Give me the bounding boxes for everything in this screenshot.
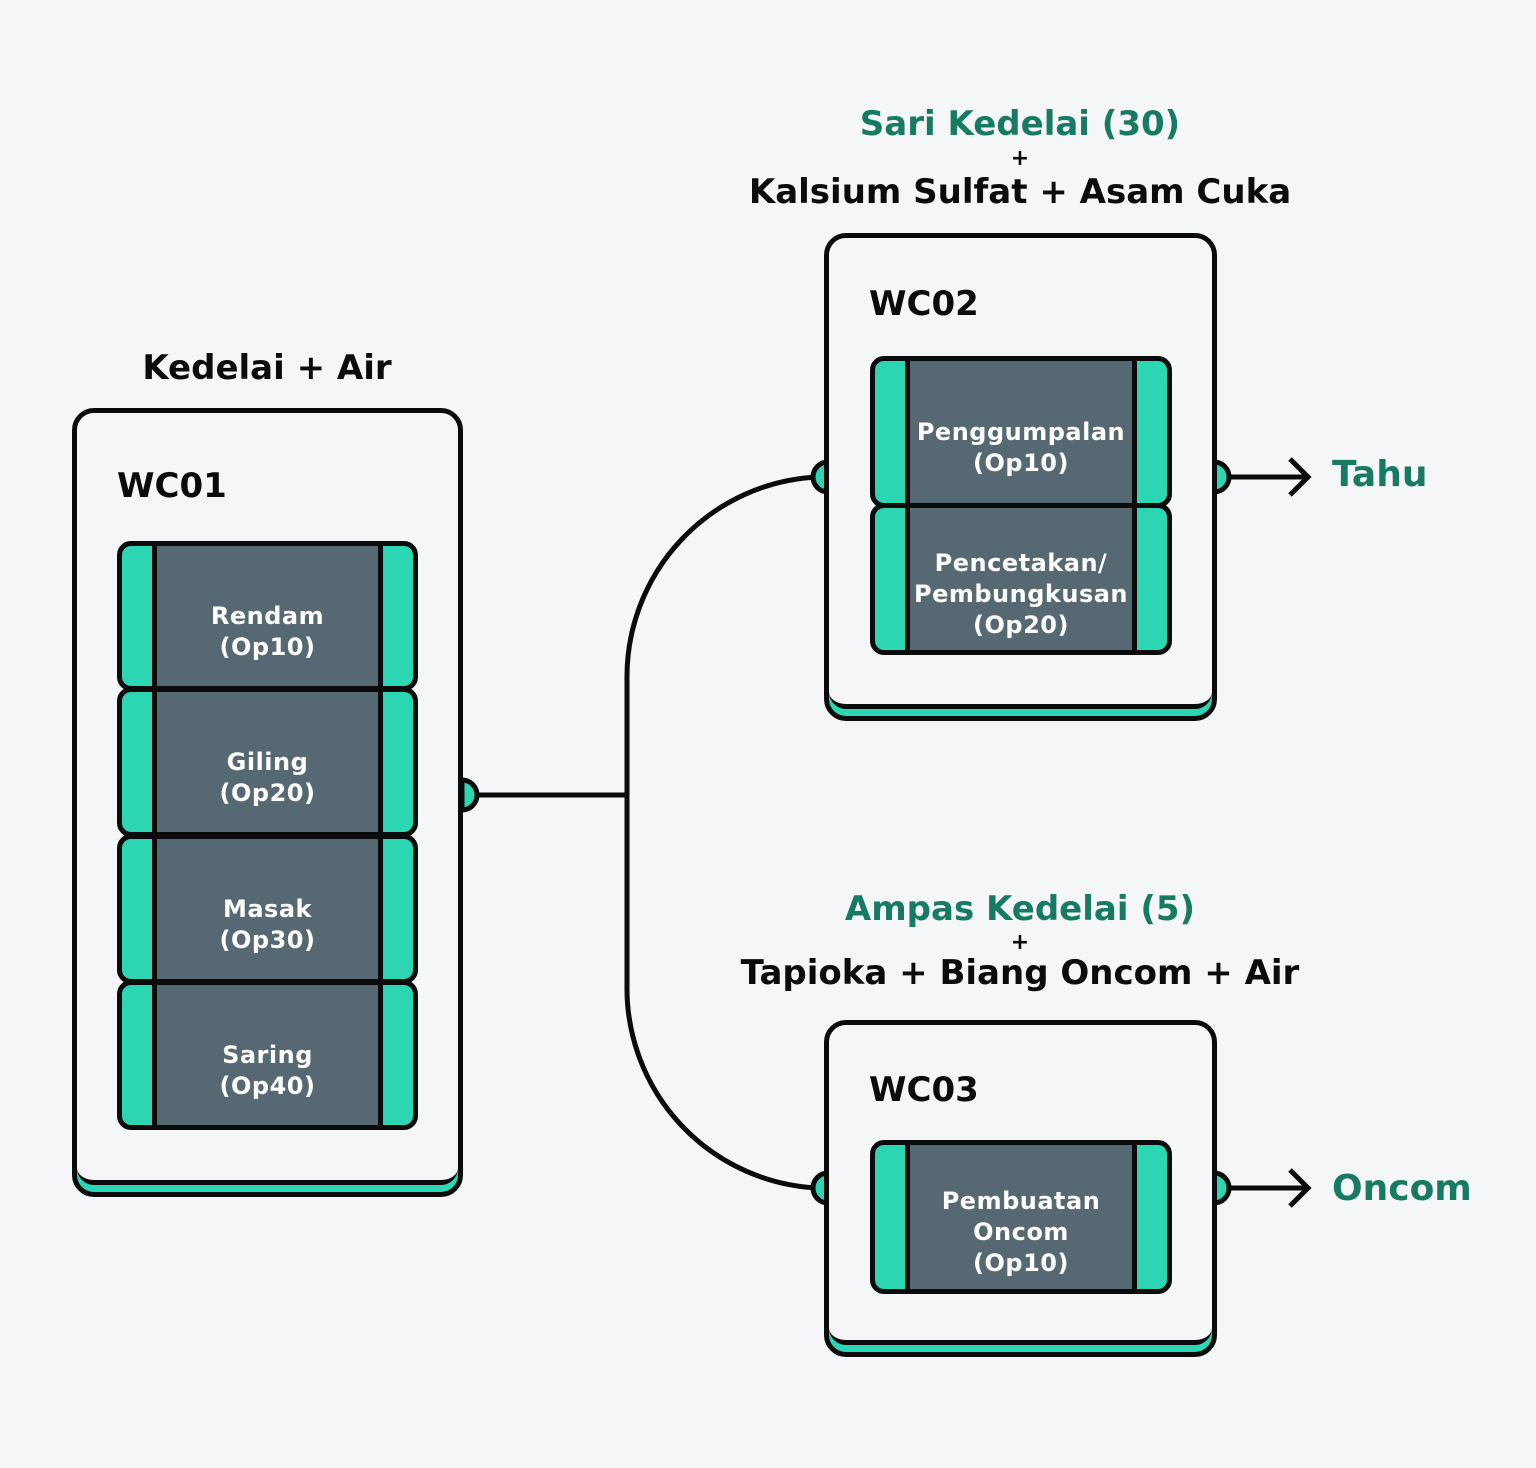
work-center-wc03[interactable]: WC03 Pembuatan Oncom(Op10) xyxy=(824,1020,1217,1357)
output-label-oncom: Oncom xyxy=(1332,1168,1472,1209)
wc01-input-label: Kedelai + Air xyxy=(142,348,392,388)
operation-block[interactable]: Saring(Op40) xyxy=(117,980,418,1130)
wc03-input-wire xyxy=(624,795,819,1191)
work-center-wc02[interactable]: WC02 Penggumpalan(Op10) Pencetakan/ Pemb… xyxy=(824,233,1217,721)
wc03-input-label: Tapioka + Biang Oncom + Air xyxy=(740,953,1300,993)
oncom-arrow-icon xyxy=(1288,1168,1312,1208)
wc03-output-port[interactable] xyxy=(1211,1170,1232,1206)
operation-block[interactable]: Penggumpalan(Op10) xyxy=(870,356,1172,508)
operation-label: Giling(Op20) xyxy=(219,747,316,807)
wc02-input-highlight: Sari Kedelai (30) xyxy=(859,104,1181,144)
wc02-input-plus: + xyxy=(1010,146,1030,171)
wc01-output-port[interactable] xyxy=(459,777,480,813)
tahu-arrow-icon xyxy=(1288,457,1312,497)
wc01-title: WC01 xyxy=(117,466,227,506)
wc03-input-plus: + xyxy=(1010,930,1030,955)
wc02-input-label: Kalsium Sulfat + Asam Cuka xyxy=(748,172,1292,212)
wc01-panel: WC01 Rendam(Op10) Giling(Op20) Masak(Op3… xyxy=(77,413,458,1185)
wc02-panel: WC02 Penggumpalan(Op10) Pencetakan/ Pemb… xyxy=(829,238,1212,709)
wc02-output-port[interactable] xyxy=(1211,459,1232,495)
wc03-title: WC03 xyxy=(869,1070,979,1110)
output-label-tahu: Tahu xyxy=(1332,454,1428,495)
operation-label: Masak(Op30) xyxy=(219,894,316,954)
operation-block[interactable]: Rendam(Op10) xyxy=(117,541,418,691)
operation-label: Rendam(Op10) xyxy=(210,601,325,661)
wc03-input-highlight: Ampas Kedelai (5) xyxy=(844,889,1196,929)
operation-block[interactable]: Masak(Op30) xyxy=(117,834,418,984)
wc02-title: WC02 xyxy=(869,284,979,324)
operation-block[interactable]: Pencetakan/ Pembungkusan(Op20) xyxy=(870,503,1172,655)
operation-label: Saring(Op40) xyxy=(219,1040,316,1100)
wc03-panel: WC03 Pembuatan Oncom(Op10) xyxy=(829,1025,1212,1345)
wc02-input-wire xyxy=(624,474,819,795)
operation-label: Pembuatan Oncom(Op10) xyxy=(941,1187,1101,1277)
operation-block[interactable]: Pembuatan Oncom(Op10) xyxy=(870,1140,1172,1294)
operation-block[interactable]: Giling(Op20) xyxy=(117,687,418,837)
operation-label: Penggumpalan(Op10) xyxy=(916,417,1126,477)
work-center-wc01[interactable]: WC01 Rendam(Op10) Giling(Op20) Masak(Op3… xyxy=(72,408,463,1197)
operation-label: Pencetakan/ Pembungkusan(Op20) xyxy=(913,549,1129,639)
